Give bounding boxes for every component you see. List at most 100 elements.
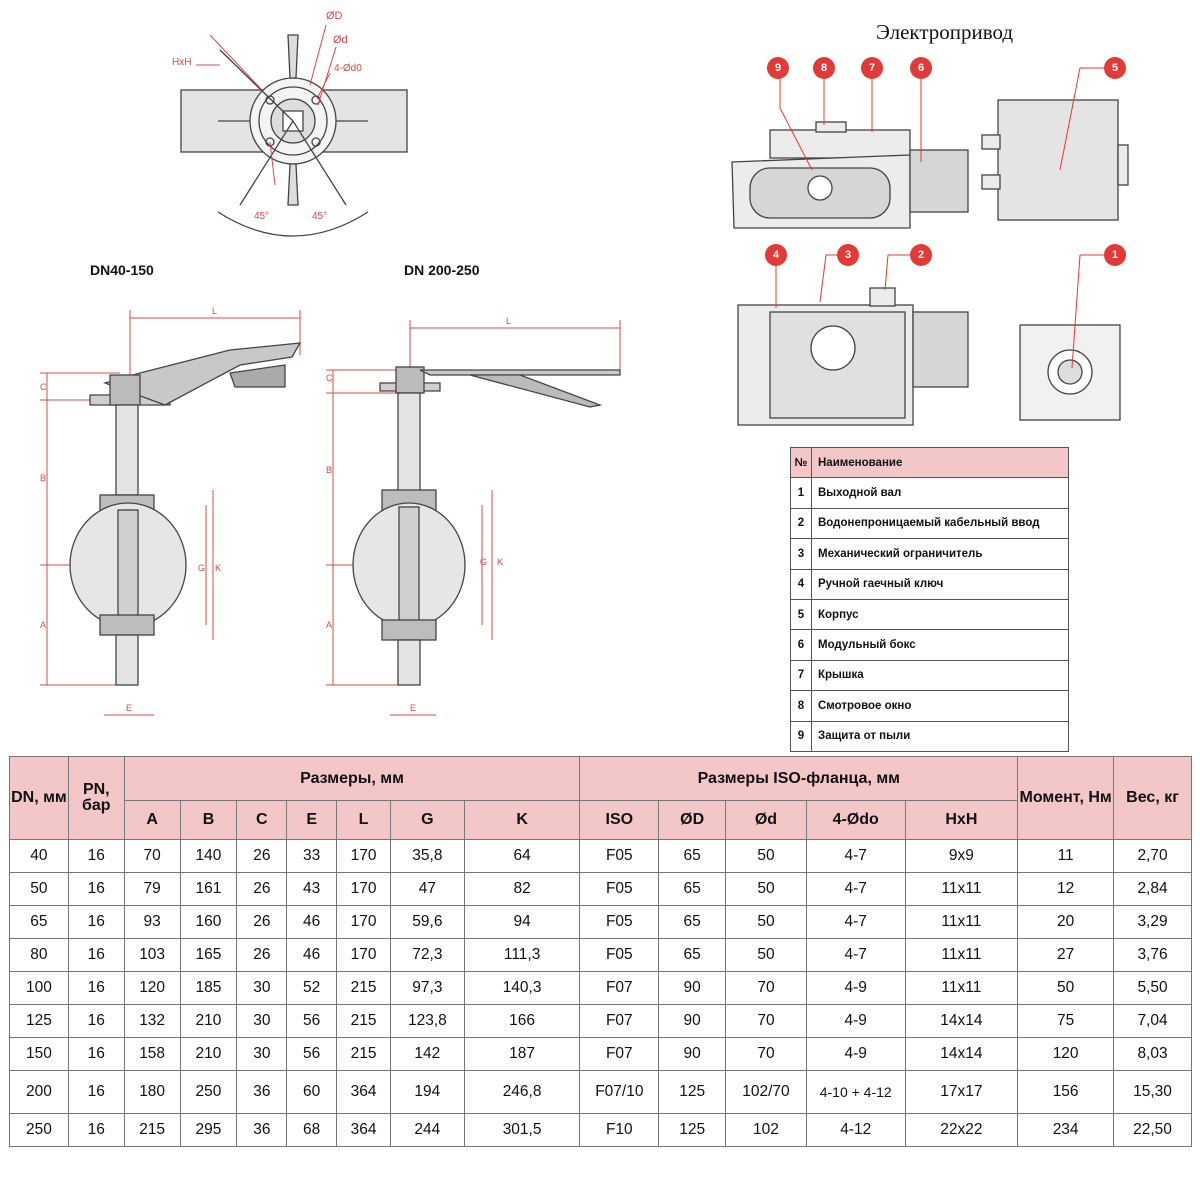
cell-weight: 3,29 <box>1113 905 1192 939</box>
cell-iso: F05 <box>579 905 660 939</box>
part-name: Смотровое окно <box>811 690 1069 722</box>
dimension-table: DN, мм PN, бар Размеры, мм Размеры ISO-ф… <box>9 756 1192 1147</box>
cell-l: 170 <box>336 938 391 972</box>
cell-pn: 16 <box>67 1070 125 1114</box>
cell-od: 65 <box>658 872 727 906</box>
header-e: E <box>286 800 338 840</box>
dim-e-label: E <box>126 703 132 713</box>
cell-c: 30 <box>236 1004 288 1038</box>
cell-dn: 250 <box>9 1113 69 1147</box>
cell-hxh: 9x9 <box>904 839 1019 873</box>
header-weight: Вес, кг <box>1113 756 1192 840</box>
cell-g: 47 <box>389 872 465 906</box>
cell-holes: 4-9 <box>805 1004 906 1038</box>
part-num: 5 <box>790 598 812 631</box>
cell-k: 111,3 <box>463 938 581 972</box>
dim-c-label: C <box>40 382 47 392</box>
cell-b: 161 <box>179 872 238 906</box>
section-left-title: DN40-150 <box>90 262 154 278</box>
cell-pn: 16 <box>67 971 125 1005</box>
cell-c: 30 <box>236 971 288 1005</box>
cell-a: 93 <box>123 905 181 939</box>
cell-moment: 75 <box>1017 1004 1115 1038</box>
cell-pn: 16 <box>67 1113 125 1147</box>
cell-weight: 2,70 <box>1113 839 1192 873</box>
cell-l: 170 <box>336 839 391 873</box>
cell-od-small: 50 <box>725 905 807 939</box>
cell-b: 140 <box>179 839 238 873</box>
header-l: L <box>336 800 391 840</box>
cell-g: 142 <box>389 1037 465 1071</box>
part-num: 6 <box>790 629 812 661</box>
cell-hxh: 22x22 <box>904 1113 1019 1147</box>
cell-g: 97,3 <box>389 971 465 1005</box>
cell-a: 132 <box>123 1004 181 1038</box>
cell-g: 244 <box>389 1113 465 1147</box>
cell-od: 65 <box>658 938 727 972</box>
part-name: Корпус <box>811 598 1069 631</box>
cell-hxh: 11x11 <box>904 905 1019 939</box>
callout-7: 7 <box>861 57 883 79</box>
part-num: 4 <box>790 568 812 600</box>
cell-od-small: 50 <box>725 938 807 972</box>
part-name: Крышка <box>811 659 1069 692</box>
cell-c: 36 <box>236 1070 288 1114</box>
cell-od: 90 <box>658 1037 727 1071</box>
dim-a-label-right: A <box>326 620 332 630</box>
cell-weight: 8,03 <box>1113 1037 1192 1071</box>
angle-right-label: 45° <box>312 211 327 222</box>
header-iso: ISO <box>579 800 660 840</box>
cell-k: 140,3 <box>463 971 581 1005</box>
header-a: A <box>123 800 181 840</box>
cell-pn: 16 <box>67 872 125 906</box>
cell-iso: F05 <box>579 872 660 906</box>
cell-e: 60 <box>286 1070 338 1114</box>
cell-weight: 2,84 <box>1113 872 1192 906</box>
header-dn: DN, мм <box>9 756 69 840</box>
valve-section-dn200-250: L C B A G K E <box>326 316 621 716</box>
dim-l-label-right: L <box>506 316 511 326</box>
callout-9: 9 <box>767 57 789 79</box>
cell-a: 79 <box>123 872 181 906</box>
header-holes: 4-Ødo <box>805 800 906 840</box>
part-name: Механический ограничитель <box>811 538 1069 570</box>
cell-l: 170 <box>336 872 391 906</box>
header-sizes: Размеры, мм <box>123 756 581 801</box>
cell-moment: 11 <box>1017 839 1115 873</box>
cell-moment: 20 <box>1017 905 1115 939</box>
cell-moment: 120 <box>1017 1037 1115 1071</box>
cell-iso: F07 <box>579 1037 660 1071</box>
cell-moment: 12 <box>1017 872 1115 906</box>
cell-od: 65 <box>658 839 727 873</box>
od-big-label: ØD <box>326 10 343 22</box>
cell-dn: 50 <box>9 872 69 906</box>
header-g: G <box>389 800 465 840</box>
cell-dn: 65 <box>9 905 69 939</box>
valve-section-dn40-150: L C B A G K E <box>40 306 302 716</box>
cell-pn: 16 <box>67 839 125 873</box>
cell-od-small: 50 <box>725 839 807 873</box>
cell-dn: 150 <box>9 1037 69 1071</box>
cell-b: 160 <box>179 905 238 939</box>
parts-header-name: Наименование <box>811 446 1069 479</box>
callout-4: 4 <box>765 244 787 266</box>
cell-iso: F05 <box>579 839 660 873</box>
cell-od: 125 <box>658 1113 727 1147</box>
cell-l: 364 <box>336 1070 391 1114</box>
cell-od-small: 50 <box>725 872 807 906</box>
part-name: Защита от пыли <box>811 720 1069 752</box>
cell-k: 301,5 <box>463 1113 581 1147</box>
cell-b: 210 <box>179 1037 238 1071</box>
cell-pn: 16 <box>67 905 125 939</box>
cell-moment: 50 <box>1017 971 1115 1005</box>
cell-od: 125 <box>658 1070 727 1114</box>
cell-iso: F07 <box>579 1004 660 1038</box>
callout-1: 1 <box>1104 244 1126 266</box>
header-od-small: Ød <box>725 800 807 840</box>
